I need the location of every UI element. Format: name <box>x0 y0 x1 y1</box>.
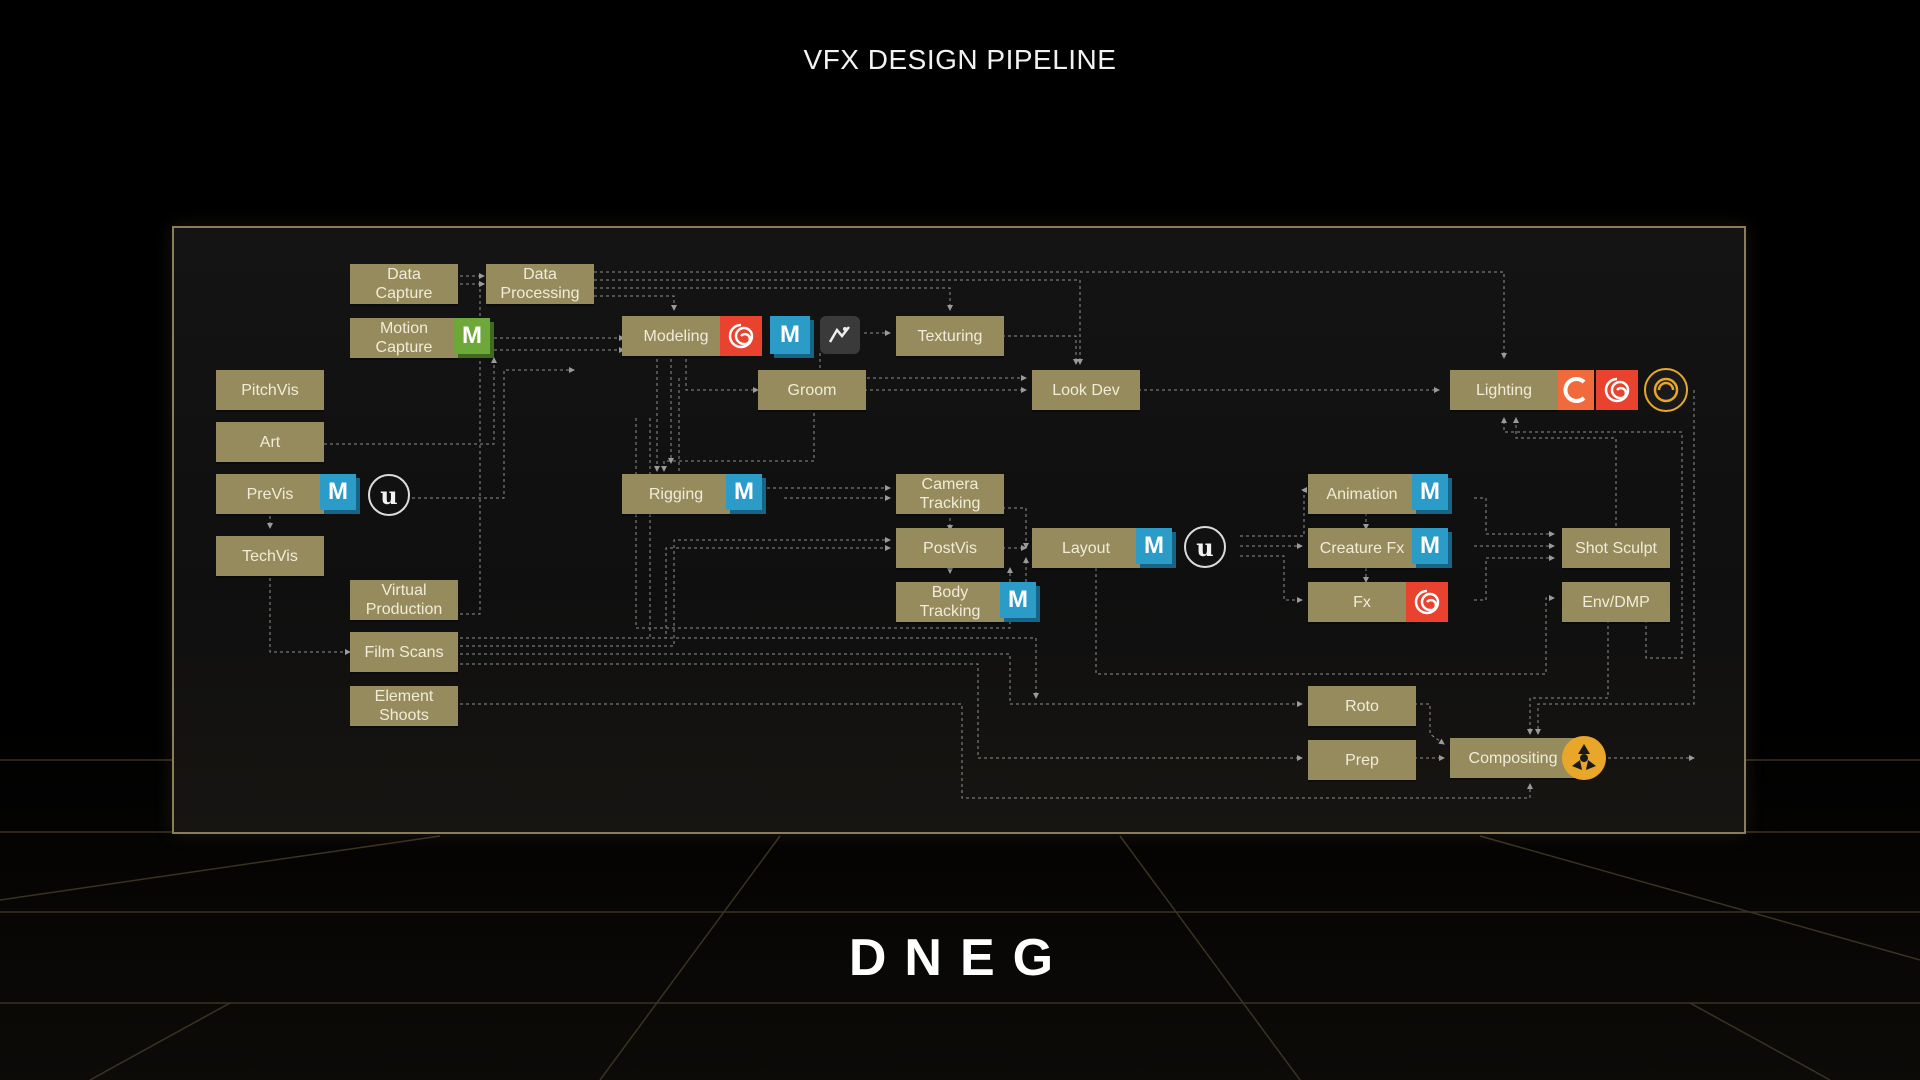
zbrush-icon <box>820 316 860 354</box>
node-lighting[interactable]: Lighting <box>1450 370 1558 410</box>
node-previs[interactable]: PreVis <box>216 474 324 514</box>
node-fx[interactable]: Fx <box>1308 582 1416 622</box>
node-texturing[interactable]: Texturing <box>896 316 1004 356</box>
unreal-icon: u <box>1184 526 1226 568</box>
node-virtual-production[interactable]: Virtual Production <box>350 580 458 620</box>
maya-icon: M <box>1412 474 1448 510</box>
page-title: VFX DESIGN PIPELINE <box>803 44 1117 75</box>
nuke-icon <box>1562 736 1606 780</box>
katana-icon <box>1558 370 1594 410</box>
renderman-icon <box>1644 368 1688 412</box>
node-data-processing[interactable]: Data Processing <box>486 264 594 304</box>
node-creature-fx[interactable]: Creature Fx <box>1308 528 1416 568</box>
pipeline-panel: Data Capture Data Processing Motion Capt… <box>172 226 1746 834</box>
node-postvis[interactable]: PostVis <box>896 528 1004 568</box>
node-modeling[interactable]: Modeling <box>622 316 730 356</box>
node-look-dev[interactable]: Look Dev <box>1032 370 1140 410</box>
maya-icon: M <box>770 316 810 354</box>
node-camera-tracking[interactable]: Camera Tracking <box>896 474 1004 514</box>
unreal-icon: u <box>368 474 410 516</box>
maya-icon: M <box>1136 528 1172 564</box>
node-groom[interactable]: Groom <box>758 370 866 410</box>
node-techvis[interactable]: TechVis <box>216 536 324 576</box>
node-data-capture[interactable]: Data Capture <box>350 264 458 304</box>
node-rigging[interactable]: Rigging <box>622 474 730 514</box>
connector-lines <box>267 271 1695 799</box>
houdini-icon <box>720 316 762 356</box>
node-motion-capture[interactable]: Motion Capture <box>350 318 458 358</box>
houdini-icon <box>1596 370 1638 410</box>
company-logo: DNEG <box>848 929 1072 987</box>
maya-icon: M <box>1000 582 1036 618</box>
node-element-shoots[interactable]: Element Shoots <box>350 686 458 726</box>
houdini-icon <box>1406 582 1448 622</box>
node-body-tracking[interactable]: Body Tracking <box>896 582 1004 622</box>
node-compositing[interactable]: Compositing <box>1450 738 1576 778</box>
node-layout[interactable]: Layout <box>1032 528 1140 568</box>
node-animation[interactable]: Animation <box>1308 474 1416 514</box>
node-shot-sculpt[interactable]: Shot Sculpt <box>1562 528 1670 568</box>
maya-icon: M <box>726 474 762 510</box>
node-film-scans[interactable]: Film Scans <box>350 632 458 672</box>
node-pitchvis[interactable]: PitchVis <box>216 370 324 410</box>
maya-icon: M <box>454 318 490 354</box>
node-prep[interactable]: Prep <box>1308 740 1416 780</box>
node-roto[interactable]: Roto <box>1308 686 1416 726</box>
node-art[interactable]: Art <box>216 422 324 462</box>
maya-icon: M <box>1412 528 1448 564</box>
maya-icon: M <box>320 474 356 510</box>
node-env-dmp[interactable]: Env/DMP <box>1562 582 1670 622</box>
